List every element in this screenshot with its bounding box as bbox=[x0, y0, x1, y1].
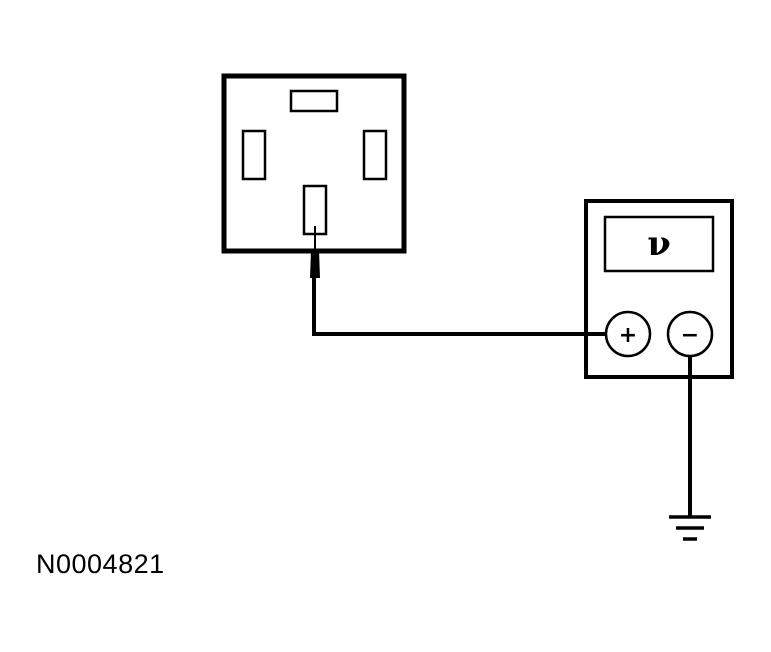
figure-reference-id: N0004821 bbox=[36, 549, 165, 579]
voltmeter-display bbox=[603, 215, 715, 273]
negative-terminal-sign: − bbox=[681, 323, 699, 348]
positive-terminal-sign: + bbox=[619, 323, 637, 348]
connector-terminal-right bbox=[362, 129, 388, 181]
connector-terminal-top bbox=[289, 89, 339, 113]
positive-terminal bbox=[604, 310, 652, 358]
ground-icon bbox=[669, 515, 711, 541]
connector-terminal-left bbox=[241, 129, 267, 181]
voltmeter-display-symbol: ν bbox=[647, 224, 671, 264]
test-probe bbox=[310, 226, 320, 278]
connector-body bbox=[221, 73, 407, 254]
probe-handle bbox=[310, 250, 320, 278]
voltmeter: ν + − bbox=[584, 199, 734, 379]
positive-lead-wire bbox=[312, 278, 606, 336]
connector bbox=[221, 73, 407, 254]
voltmeter-body bbox=[584, 199, 734, 379]
